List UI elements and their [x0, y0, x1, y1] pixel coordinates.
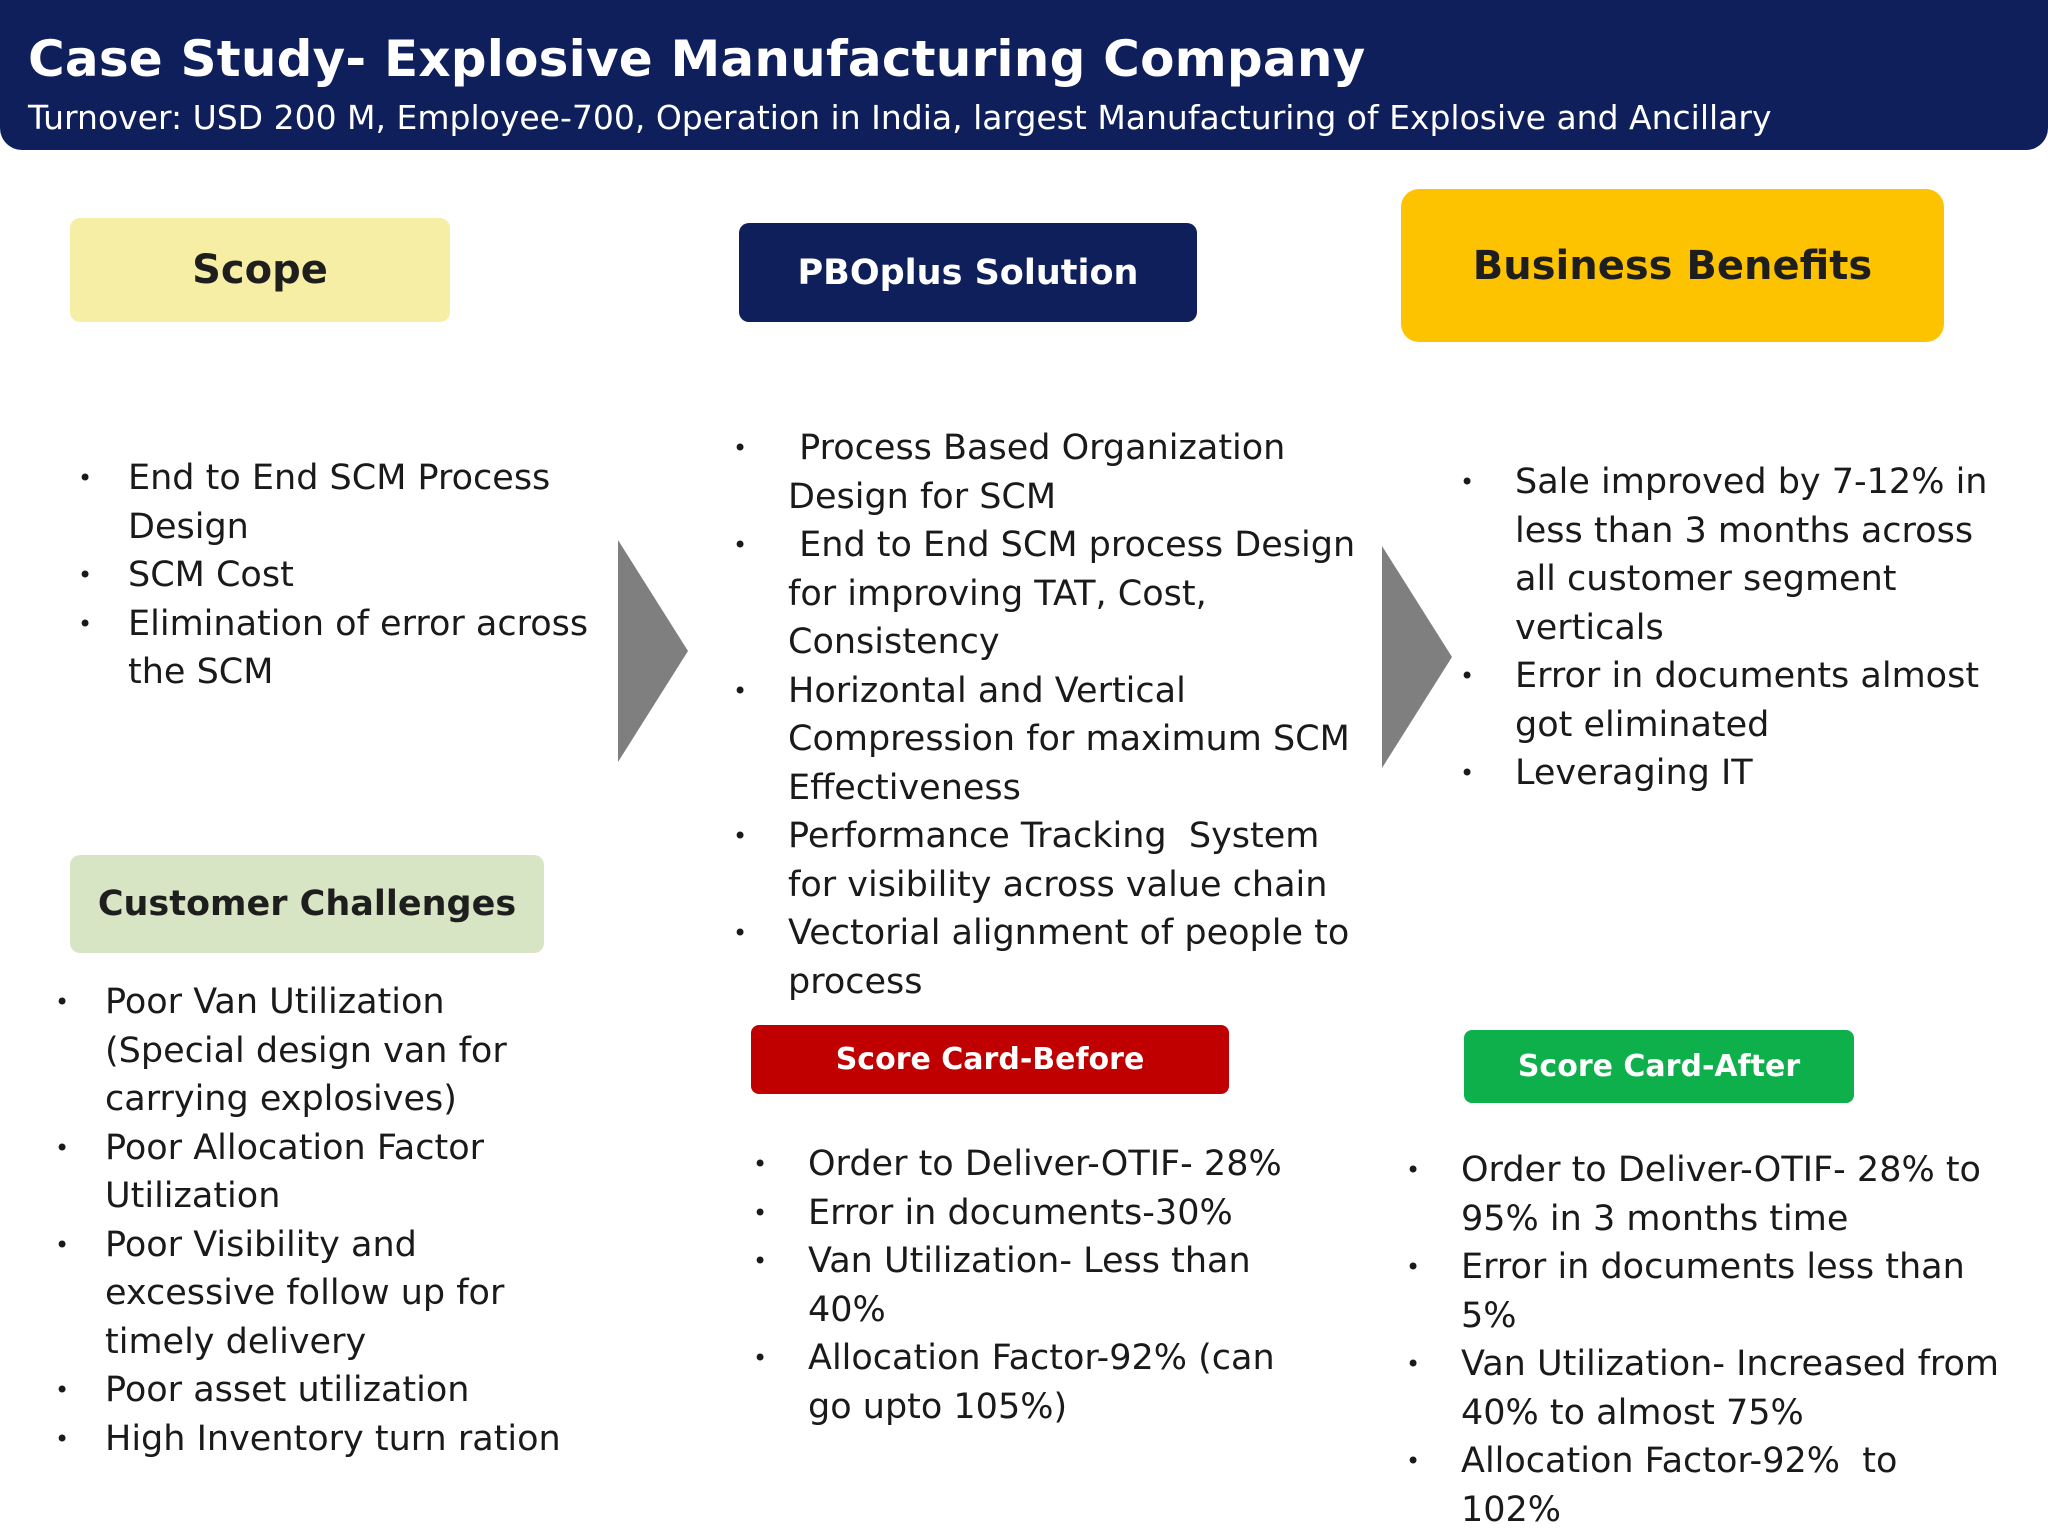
- header-banner: Case Study- Explosive Manufacturing Comp…: [0, 0, 2048, 150]
- bullet-icon: •: [753, 1150, 768, 1178]
- list-item: • SCM Cost: [78, 551, 598, 600]
- list-item: • Poor Allocation Factor Utilization: [55, 1124, 595, 1221]
- list-item: • High Inventory turn ration: [55, 1415, 595, 1464]
- list-item-text: Poor Allocation Factor Utilization: [105, 1127, 496, 1217]
- list-item-text: Horizontal and Vertical Compression for …: [788, 670, 1361, 808]
- page-subtitle: Turnover: USD 200 M, Employee-700, Opera…: [28, 98, 1772, 137]
- list-item-text: Error in documents less than 5%: [1461, 1247, 1976, 1336]
- list-item: • Leveraging IT: [1460, 749, 2020, 798]
- bullet-icon: •: [55, 1376, 70, 1404]
- scorecard-before-list: • Order to Deliver-OTIF- 28% • Error in doc…: [753, 1140, 1293, 1431]
- list-item: • Poor Van Utilization (Special design va…: [55, 978, 595, 1124]
- flow-arrow-icon: [618, 540, 688, 762]
- solution-heading: PBOplus Solution: [739, 223, 1197, 322]
- bullet-icon: •: [733, 434, 748, 462]
- bullet-icon: •: [1460, 759, 1475, 787]
- list-item: • Error in documents-30%: [753, 1189, 1293, 1238]
- bullet-icon: •: [55, 1230, 70, 1259]
- list-item-text: Allocation Factor-92% to 102%: [1461, 1441, 1909, 1530]
- bullet-icon: •: [733, 919, 748, 947]
- list-item-text: End to End SCM Process Design: [128, 458, 562, 547]
- list-item-text: Allocation Factor-92% (can go upto 105%): [808, 1338, 1286, 1427]
- flow-arrow-icon: [1382, 546, 1452, 768]
- list-item-text: Process Based Organization Design for SC…: [788, 428, 1297, 517]
- list-item-text: Poor asset utilization: [105, 1370, 470, 1410]
- scorecard-after-heading: Score Card-After: [1464, 1030, 1854, 1103]
- bullet-icon: •: [1406, 1350, 1421, 1378]
- scorecard-before-heading: Score Card-Before: [751, 1025, 1229, 1094]
- bullet-icon: •: [753, 1198, 768, 1227]
- list-item-text: Vectorial alignment of people to process: [788, 913, 1361, 1002]
- list-item-text: Error in documents-30%: [808, 1192, 1233, 1233]
- list-item: • Vectorial alignment of people to proces…: [733, 909, 1363, 1006]
- bullet-icon: •: [753, 1247, 768, 1275]
- list-item: • Poor asset utilization: [55, 1366, 595, 1415]
- bullet-icon: •: [1406, 1156, 1421, 1184]
- list-item: •Van Utilization- Increased from 40% to …: [1406, 1340, 2006, 1437]
- list-item-text: Poor Visibility and excessive follow up …: [105, 1224, 516, 1362]
- list-item-text: Performance Tracking System for visibili…: [788, 816, 1342, 905]
- challenges-heading: Customer Challenges: [70, 855, 544, 953]
- bullet-icon: •: [55, 988, 70, 1016]
- list-item: • Order to Deliver-OTIF- 28% to 95% in 3 …: [1406, 1146, 2006, 1243]
- list-item-text: SCM Cost: [128, 555, 294, 595]
- list-item: • Poor Visibility and excessive follow up…: [55, 1221, 595, 1367]
- list-item-text: Elimination of error across the SCM: [128, 603, 600, 693]
- bullet-icon: •: [55, 1133, 70, 1162]
- list-item: • End to End SCM Process Design: [78, 454, 598, 551]
- list-item-text: Van Utilization- Less than 40%: [808, 1241, 1262, 1330]
- challenges-list: • Poor Van Utilization (Special design va…: [55, 978, 595, 1463]
- list-item: • Sale improved by 7-12% in less than 3 m…: [1460, 458, 2020, 652]
- bullet-icon: •: [733, 822, 748, 850]
- scope-heading: Scope: [70, 218, 450, 322]
- bullet-icon: •: [78, 561, 93, 589]
- benefits-heading: Business Benefits: [1401, 189, 1944, 342]
- list-item-text: Leveraging IT: [1515, 753, 1753, 793]
- bullet-icon: •: [78, 464, 93, 492]
- list-item: • Allocation Factor-92% (can go upto 105%…: [753, 1334, 1293, 1431]
- list-item: • Allocation Factor-92% to 102%: [1406, 1437, 2006, 1534]
- scope-list: •End to End SCM Process Design•SCM Cost•…: [78, 454, 598, 697]
- bullet-icon: •: [733, 676, 748, 705]
- list-item-text: Sale improved by 7-12% in less than 3 mo…: [1515, 462, 1999, 648]
- bullet-icon: •: [78, 609, 93, 638]
- page-title: Case Study- Explosive Manufacturing Comp…: [28, 30, 1366, 88]
- bullet-icon: •: [753, 1344, 768, 1372]
- benefits-list: • Sale improved by 7-12% in less than 3 m…: [1460, 458, 2020, 798]
- flow-arrow-shape: [618, 540, 688, 762]
- list-item-text: Van Utilization- Increased from 40% to a…: [1461, 1344, 2011, 1433]
- list-item: • Error in documents almost got eliminate…: [1460, 652, 2020, 749]
- list-item-text: High Inventory turn ration: [105, 1418, 561, 1459]
- list-item: • Error in documents less than 5%: [1406, 1243, 2006, 1340]
- list-item-text: Order to Deliver-OTIF- 28%: [808, 1144, 1282, 1184]
- bullet-icon: •: [55, 1424, 70, 1453]
- bullet-icon: •: [1406, 1447, 1421, 1475]
- scorecard-after-list: • Order to Deliver-OTIF- 28% to 95% in 3 …: [1406, 1146, 2006, 1534]
- bullet-icon: •: [1460, 662, 1475, 690]
- list-item-text: End to End SCM process Design for improv…: [788, 525, 1367, 662]
- list-item-text: Error in documents almost got eliminated: [1515, 656, 1991, 745]
- list-item: • Elimination of error across the SCM: [78, 600, 598, 697]
- list-item: • End to End SCM process Design for impr…: [733, 521, 1363, 667]
- list-item-text: Poor Van Utilization (Special design van…: [105, 982, 518, 1119]
- list-item: • Performance Tracking System for visibil…: [733, 812, 1363, 909]
- bullet-icon: •: [1406, 1253, 1421, 1281]
- bullet-icon: •: [733, 531, 748, 559]
- list-item: • Process Based Organization Design for …: [733, 424, 1363, 521]
- list-item-text: Order to Deliver-OTIF- 28% to 95% in 3 m…: [1461, 1150, 1993, 1239]
- solution-list: • Process Based Organization Design for …: [733, 424, 1363, 1006]
- list-item: • Van Utilization- Less than 40%: [753, 1237, 1293, 1334]
- list-item: • Order to Deliver-OTIF- 28%: [753, 1140, 1293, 1189]
- flow-arrow-shape: [1382, 546, 1452, 768]
- list-item: • Horizontal and Vertical Compression for…: [733, 667, 1363, 813]
- bullet-icon: •: [1460, 468, 1475, 496]
